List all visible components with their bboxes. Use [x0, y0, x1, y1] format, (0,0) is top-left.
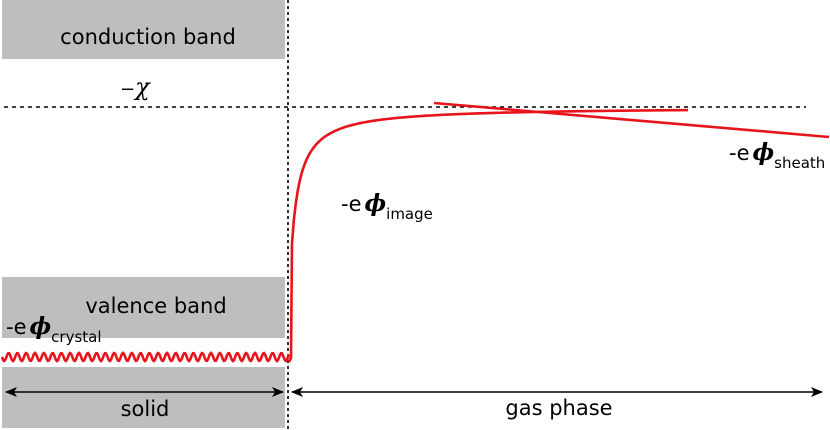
gas-phase-label: gas phase — [505, 396, 612, 420]
conduction-band-label: conduction band — [60, 25, 236, 49]
valence-band-label: valence band — [85, 294, 226, 318]
sheath-potential-line — [433, 101, 830, 139]
solid-region-block — [2, 367, 285, 428]
image-potential-curve — [287, 108, 689, 363]
conduction-band-block — [2, 0, 285, 59]
crystal-potential-wave — [0, 351, 291, 363]
solid-label: solid — [121, 397, 170, 421]
valence-band-block — [2, 277, 285, 338]
electron-affinity-label: −χ — [120, 73, 151, 101]
